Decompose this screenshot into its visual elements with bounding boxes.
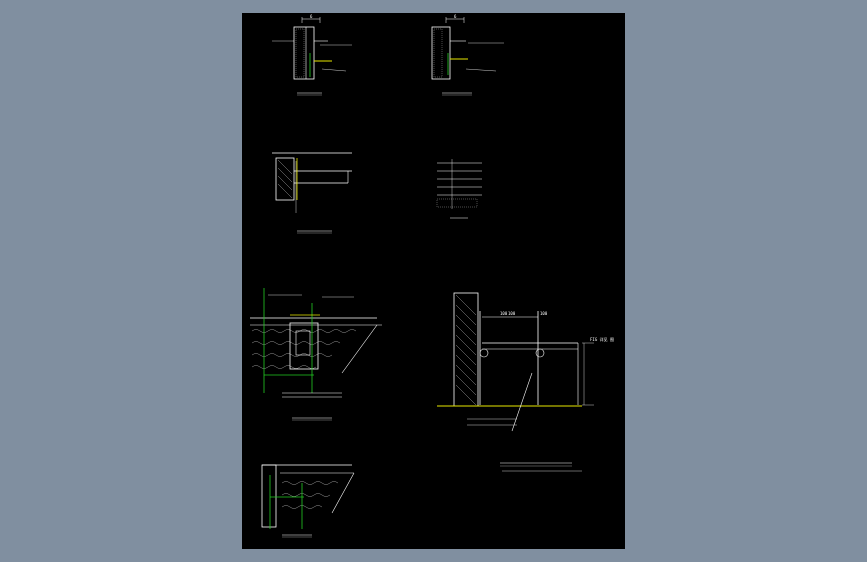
detail-6-railing-section: 100 100 100 FIG 详见 图	[437, 292, 614, 472]
side-note-label: FIG 详见 图	[590, 336, 614, 342]
detail-7-base-section	[261, 464, 355, 538]
dim-label-100-b: 100	[508, 311, 516, 316]
drawing-sheet[interactable]: 6 6	[242, 13, 625, 549]
dim-label-top-a: 6	[310, 14, 313, 19]
drawing-canvas[interactable]: 6 6	[242, 13, 625, 549]
detail-1-wall-section: 6	[272, 14, 352, 96]
detail-5-ground-section	[250, 288, 382, 421]
detail-2-wall-section: 6	[431, 14, 504, 96]
detail-4-layer-legend	[436, 159, 482, 219]
dim-label-100-a: 100	[500, 311, 508, 316]
dim-label-100-c: 100	[540, 311, 548, 316]
dim-label-top-b: 6	[454, 14, 457, 19]
detail-3-floor-junction	[272, 152, 352, 234]
